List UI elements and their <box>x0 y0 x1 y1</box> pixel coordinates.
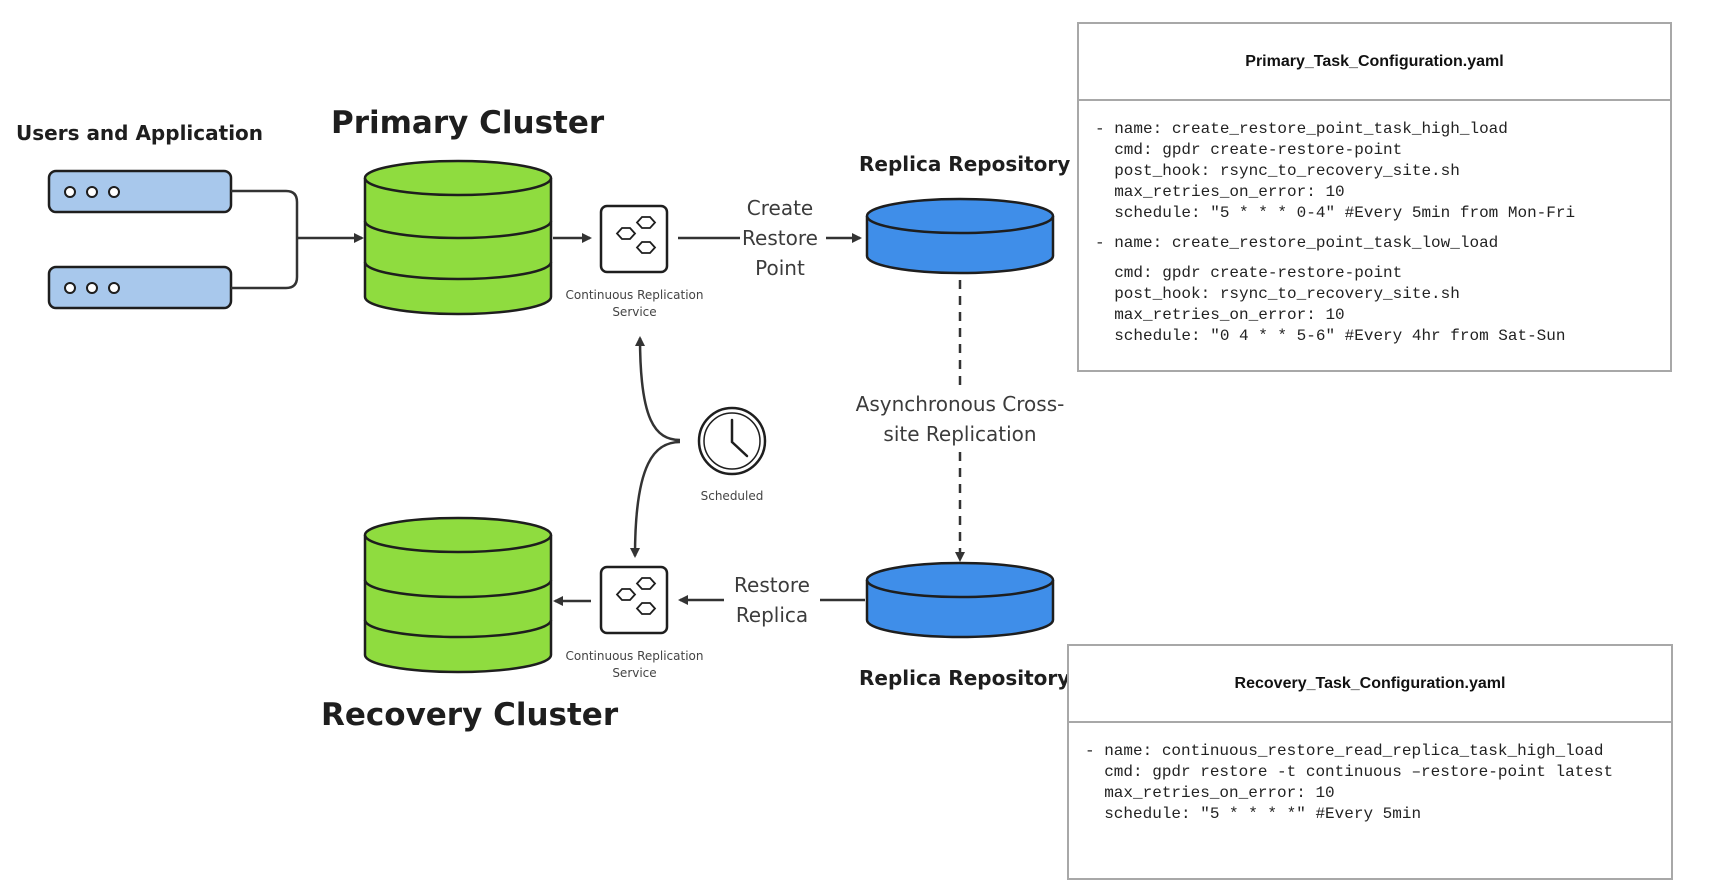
primary-cluster-title: Primary Cluster <box>331 105 605 141</box>
config-line: max_retries_on_error: 10 <box>1095 306 1345 324</box>
config-line: - name: continuous_restore_read_replica_… <box>1085 742 1604 760</box>
config-line: schedule: "5 * * * 0-4" #Every 5min from… <box>1095 204 1576 222</box>
config-line: max_retries_on_error: 10 <box>1085 784 1335 802</box>
continuous-replication-service-bottom-label: Continuous Replication Service <box>565 649 704 680</box>
server-rack-icon <box>47 169 233 214</box>
config-line: schedule: "5 * * * *" #Every 5min <box>1085 805 1422 823</box>
users-and-application-label: Users and Application <box>16 121 264 145</box>
replica-repository-top-label: Replica Repository <box>859 152 1071 176</box>
recovery-config-body: - name: continuous_restore_read_replica_… <box>1069 723 1671 878</box>
primary-config-title: Primary_Task_Configuration.yaml <box>1079 24 1670 101</box>
create-restore-point-label: Create Restore Point <box>742 196 818 280</box>
server-rack-icon <box>47 265 233 310</box>
config-line: cmd: gpdr create-restore-point <box>1095 264 1403 282</box>
replica-repository-top-database <box>865 197 1055 275</box>
config-line: - name: create_restore_point_task_high_l… <box>1095 120 1508 138</box>
clock-icon <box>697 406 767 476</box>
restore-replica-label: Restore Replica <box>734 573 810 627</box>
hexagon-cluster-icon <box>599 565 669 635</box>
config-line: cmd: gpdr restore -t continuous –restore… <box>1085 763 1614 781</box>
replica-repository-bottom-label: Replica Repository <box>859 666 1071 690</box>
scheduled-trigger-arrows <box>630 336 681 558</box>
hexagon-cluster-icon <box>599 204 669 274</box>
recovery-cluster-title: Recovery Cluster <box>321 697 619 733</box>
primary-config-body: - name: create_restore_point_task_high_l… <box>1079 101 1670 370</box>
config-line: max_retries_on_error: 10 <box>1095 183 1345 201</box>
replica-repository-bottom-database <box>865 561 1055 639</box>
config-line: schedule: "0 4 * * 5-6" #Every 4hr from … <box>1095 327 1566 345</box>
primary-config-panel: Primary_Task_Configuration.yaml - name: … <box>1077 22 1672 372</box>
primary-cluster-database <box>363 159 553 316</box>
scheduled-label: Scheduled <box>700 489 764 503</box>
config-line <box>1095 254 1654 263</box>
servers-to-primary-connector <box>231 189 364 290</box>
recovery-cluster-database <box>363 516 553 674</box>
continuous-replication-service-top-label: Continuous Replication Service <box>565 288 704 319</box>
config-line: - name: create_restore_point_task_low_lo… <box>1095 234 1499 252</box>
config-line: cmd: gpdr create-restore-point <box>1095 141 1403 159</box>
config-line: post_hook: rsync_to_recovery_site.sh <box>1095 285 1460 303</box>
recovery-config-panel: Recovery_Task_Configuration.yaml - name:… <box>1067 644 1673 880</box>
async-replication-label: Asynchronous Cross-site Replication <box>855 392 1065 446</box>
config-line: post_hook: rsync_to_recovery_site.sh <box>1095 162 1460 180</box>
recovery-config-title: Recovery_Task_Configuration.yaml <box>1069 646 1671 723</box>
